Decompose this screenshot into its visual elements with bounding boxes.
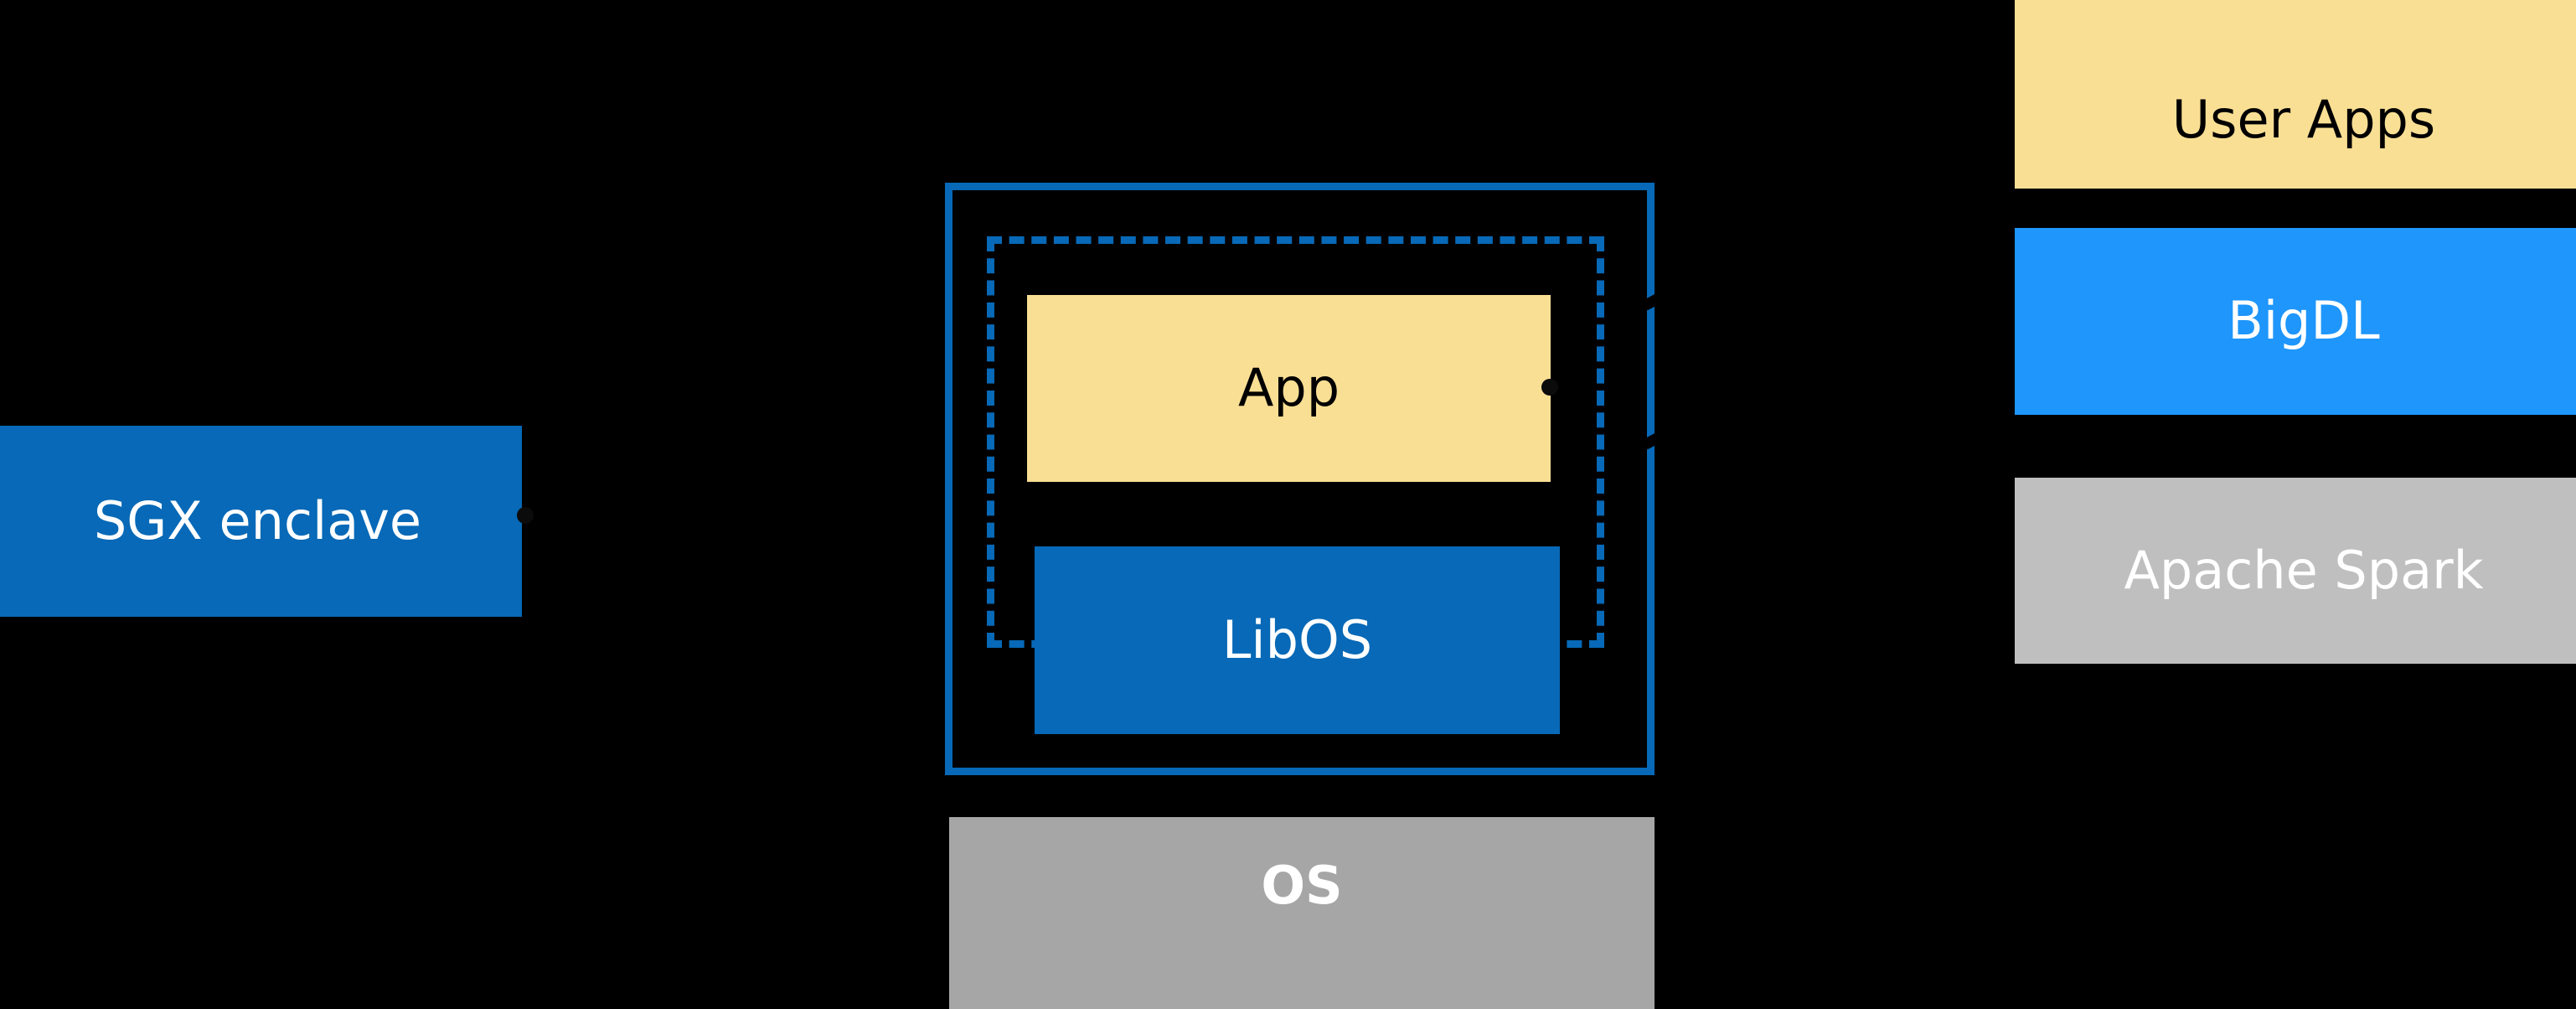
sgx-enclave-block: SGX enclave — [0, 426, 522, 617]
solid-enclave-outline — [945, 183, 1655, 775]
app-connector-arrowhead-icon — [1541, 379, 1558, 396]
apache-spark-block: Apache Spark — [2015, 478, 2576, 664]
libos-label: LibOS — [1221, 608, 1373, 670]
bigdl-block: BigDL — [2015, 228, 2576, 415]
os-label: OS — [1261, 855, 1343, 916]
apache-spark-label: Apache Spark — [2124, 539, 2484, 601]
user-apps-label: User Apps — [2171, 88, 2436, 150]
app-block: App — [1027, 295, 1551, 482]
sgx-enclave-label: SGX enclave — [93, 489, 422, 551]
libos-block: LibOS — [1035, 546, 1560, 734]
sgx-connector-arrowhead-icon — [517, 507, 534, 524]
bigdl-label: BigDL — [2228, 290, 2380, 352]
user-apps-block: User Apps — [2015, 0, 2576, 189]
app-label: App — [1237, 357, 1340, 419]
os-block: OS — [949, 817, 1655, 1009]
